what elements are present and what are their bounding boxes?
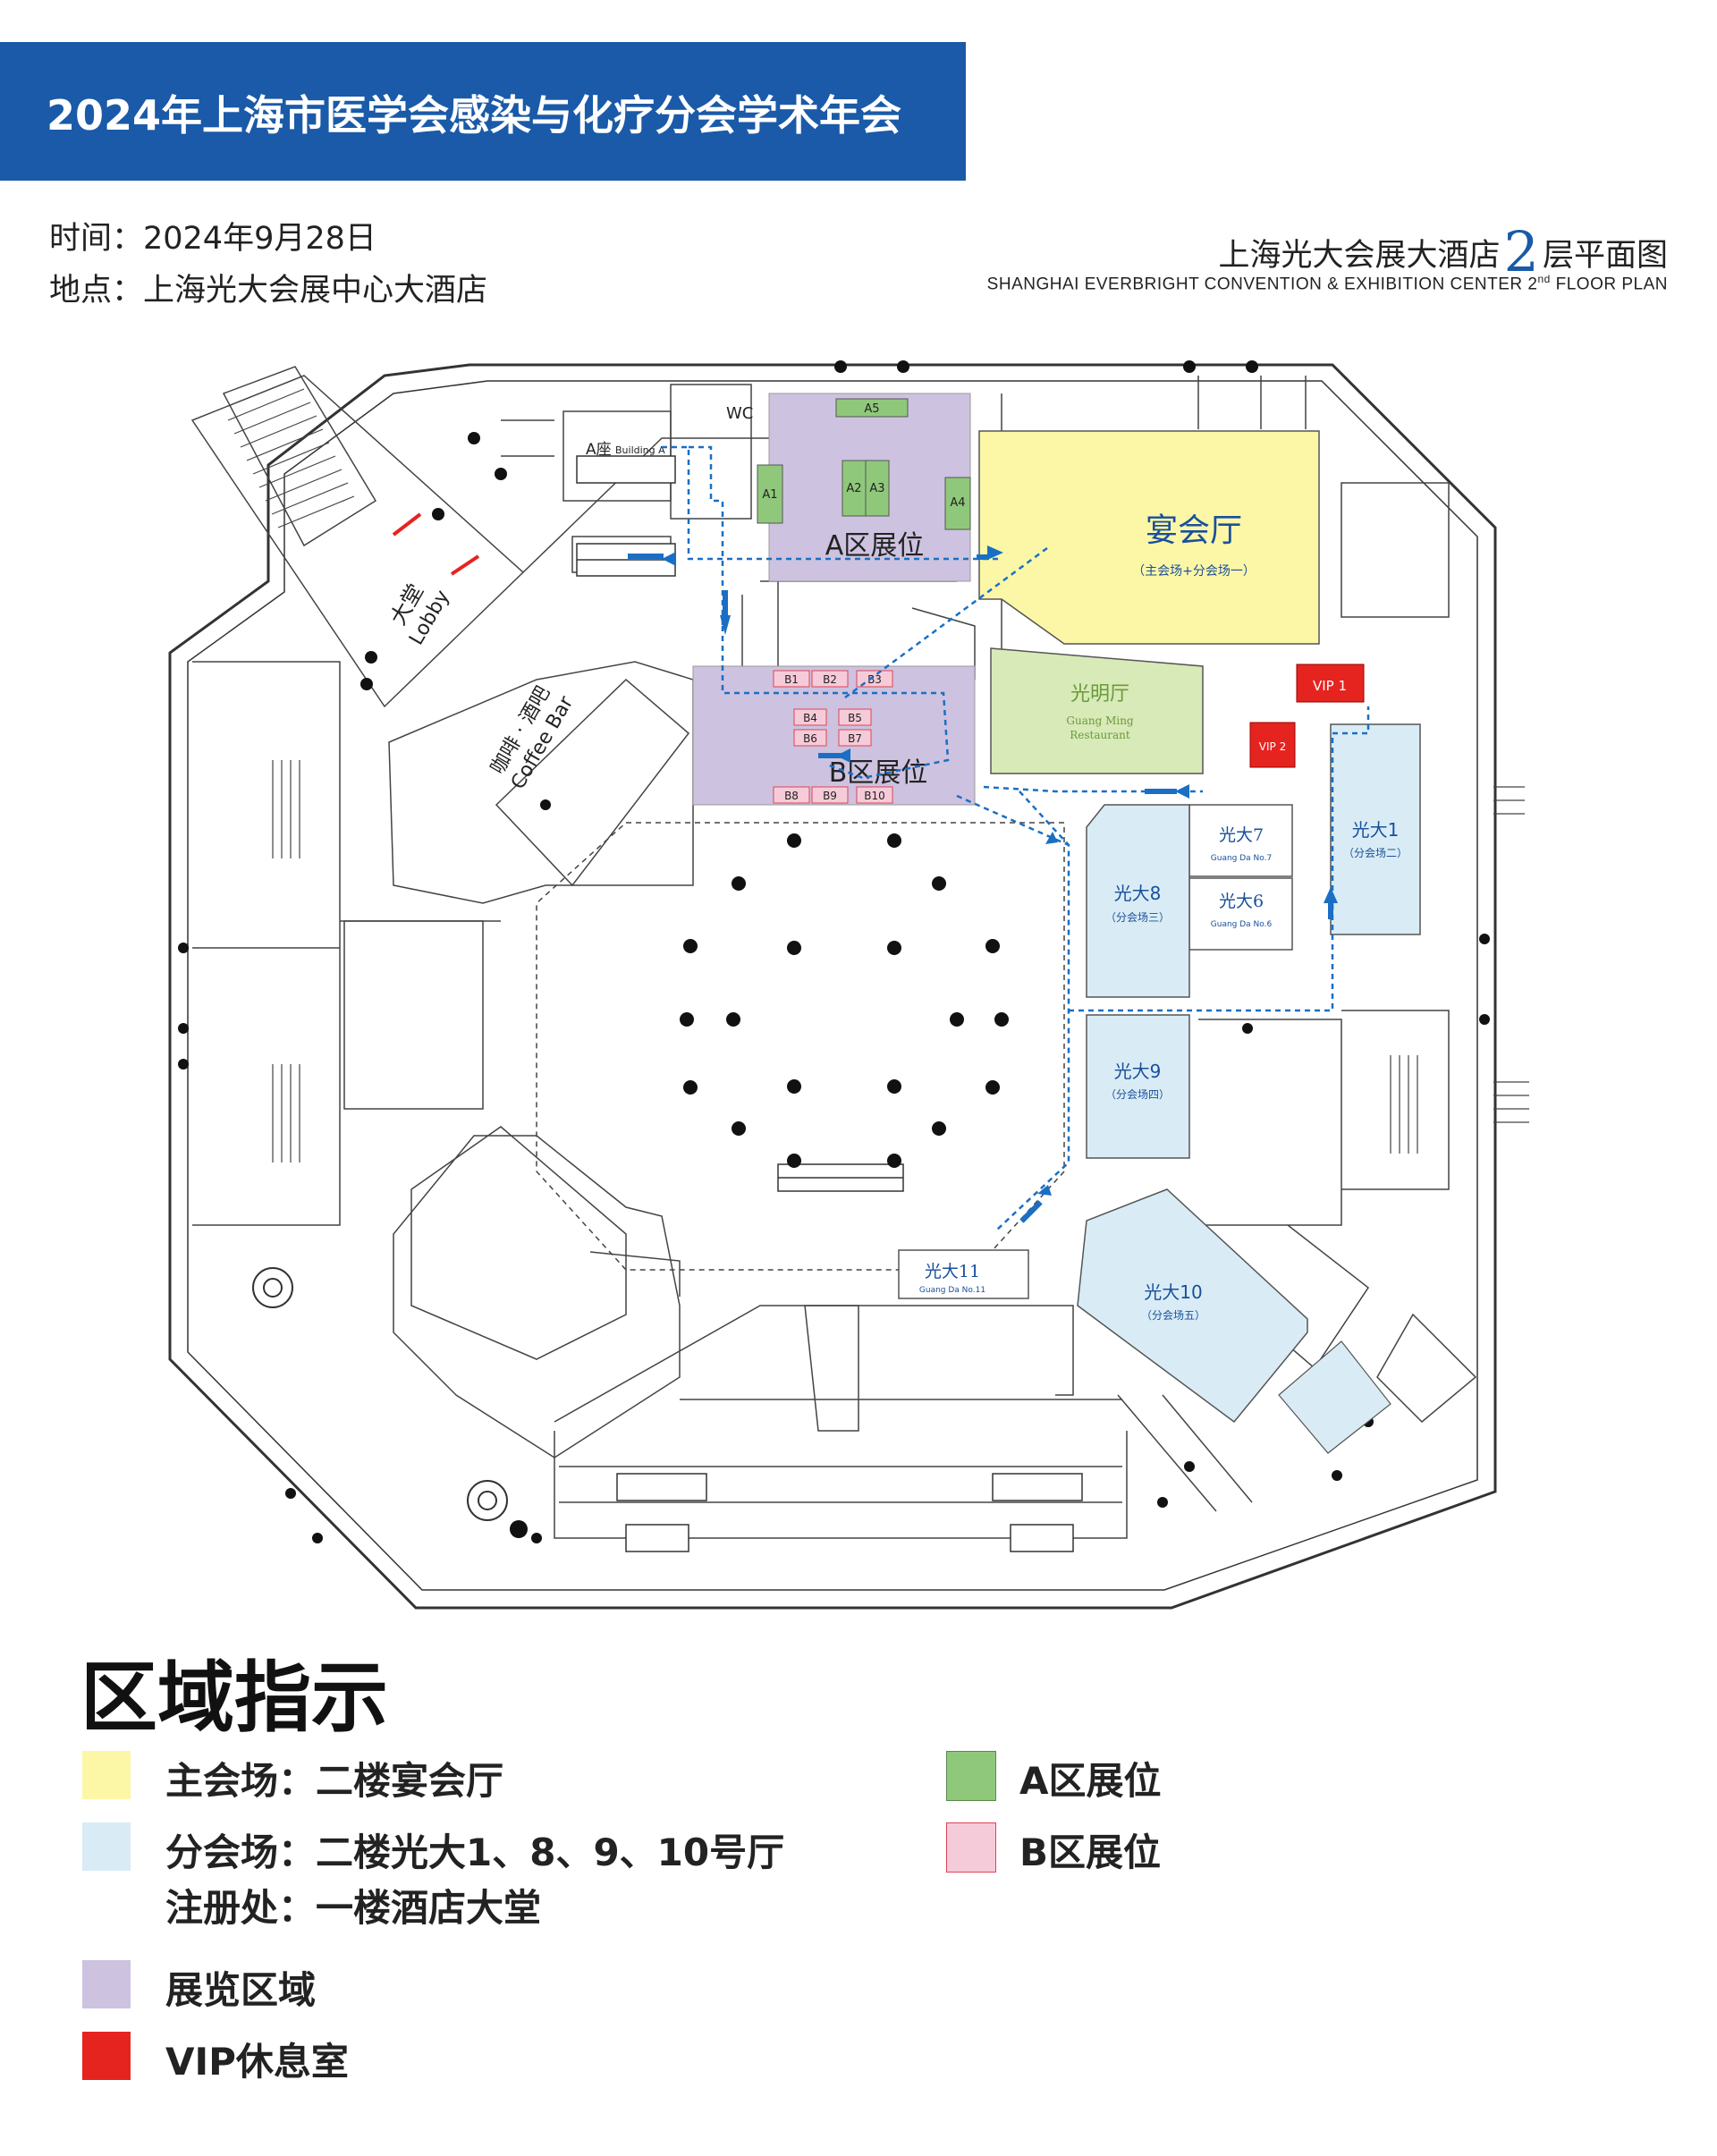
stairs-hatch — [227, 388, 1529, 1163]
event-time: 时间：2024年9月28日 — [49, 221, 376, 257]
event-title: 2024年上海市医学会感染与化疗分会学术年会 — [47, 91, 902, 140]
vip-room-1 — [1296, 664, 1365, 703]
legend-swatch-main — [82, 1751, 131, 1799]
svg-text:（分会场三）: （分会场三） — [1105, 911, 1170, 924]
legend-vip: VIP休息室 — [165, 2040, 349, 2084]
spiral-stairs — [252, 1267, 508, 1521]
building-outline — [168, 363, 1497, 1610]
b-zone-label: B区展位 — [829, 757, 928, 789]
svg-text:光大9: 光大9 — [1114, 1061, 1162, 1082]
svg-text:B6: B6 — [803, 732, 817, 745]
svg-text:B2: B2 — [823, 673, 837, 686]
legend-swatch-booth-b — [946, 1822, 996, 1873]
svg-text:VIP 2: VIP 2 — [1259, 740, 1286, 753]
hall-guangda-10 — [1077, 1188, 1308, 1424]
banquet-sub: （主会场+分会场一） — [1132, 564, 1256, 579]
svg-text:Guang Da No.7: Guang Da No.7 — [1211, 854, 1272, 863]
legend-booth-a: A区展位 — [1019, 1759, 1162, 1803]
vip-room-2 — [1249, 722, 1296, 768]
svg-text:（分会场四）: （分会场四） — [1105, 1088, 1170, 1101]
legend-main-hall: 主会场：二楼宴会厅 — [165, 1759, 504, 1803]
coffee-bar-label: 咖啡 · 酒吧 Coffee Bar — [486, 682, 579, 793]
svg-text:光大11: 光大11 — [925, 1262, 980, 1281]
booths-a: A5 A1 A2 A3 A4 — [757, 398, 971, 530]
svg-text:Guang Da No.11: Guang Da No.11 — [919, 1286, 985, 1295]
svg-text:Restaurant: Restaurant — [1070, 729, 1130, 741]
svg-text:B3: B3 — [867, 673, 882, 686]
exhibit-zone-b — [692, 665, 976, 806]
svg-text:B4: B4 — [803, 712, 817, 724]
lobby-side-area — [1278, 1340, 1391, 1454]
svg-text:Guang Ming: Guang Ming — [1066, 714, 1134, 727]
guangming-restaurant — [990, 647, 1204, 774]
svg-text:Building A: Building A — [615, 444, 665, 456]
svg-text:B7: B7 — [848, 732, 862, 745]
svg-text:光大7: 光大7 — [1219, 825, 1264, 845]
hall-guangda-7 — [1188, 804, 1293, 877]
event-place: 地点：上海光大会展中心大酒店 — [49, 273, 488, 309]
hall-guangda-1 — [1330, 723, 1421, 935]
a-zone-label: A区展位 — [825, 530, 925, 562]
legend-sub-hall: 分会场：二楼光大1、8、9、10号厅 — [165, 1830, 785, 1874]
plan-subtitle: SHANGHAI EVERBRIGHT CONVENTION & EXHIBIT… — [986, 273, 1668, 294]
legend-registration: 注册处：一楼酒店大堂 — [165, 1886, 542, 1930]
svg-text:光明厅: 光明厅 — [1070, 683, 1129, 706]
svg-text:光大10: 光大10 — [1144, 1281, 1202, 1303]
structural-columns — [178, 360, 1490, 1543]
legend-title: 区域指示 — [80, 1653, 388, 1743]
hall-guangda-11 — [898, 1249, 1029, 1299]
svg-text:光大6: 光大6 — [1219, 892, 1264, 911]
route-arrows — [628, 545, 1338, 1223]
wc-label: WC — [726, 404, 753, 423]
legend-exhibit: 展览区域 — [165, 1968, 317, 2012]
legend-swatch-vip — [82, 2032, 131, 2080]
svg-text:B9: B9 — [823, 790, 837, 802]
legend-swatch-booth-a — [946, 1751, 996, 1801]
svg-text:A4: A4 — [950, 496, 965, 510]
svg-text:B1: B1 — [784, 673, 799, 686]
hall-guangda-8 — [1086, 804, 1190, 998]
legend-booth-b: B区展位 — [1019, 1830, 1162, 1874]
svg-text:VIP 1: VIP 1 — [1313, 678, 1347, 694]
booths-b: B1 B2 B3 B4 B5 B6 B7 B8 B9 B10 — [773, 670, 893, 804]
banquet-label: 宴会厅 — [1146, 512, 1242, 549]
svg-text:光大1: 光大1 — [1352, 819, 1400, 841]
svg-text:A5: A5 — [864, 402, 879, 416]
title-banner: 2024年上海市医学会感染与化疗分会学术年会 — [0, 42, 966, 181]
svg-text:Guang Da No.6: Guang Da No.6 — [1211, 920, 1273, 929]
svg-text:A2: A2 — [846, 482, 861, 495]
registration-marks — [392, 512, 480, 576]
svg-text:B10: B10 — [864, 790, 885, 802]
svg-text:（分会场二）: （分会场二） — [1343, 847, 1408, 859]
svg-text:A3: A3 — [869, 482, 884, 495]
building-a-label: A座 — [586, 441, 612, 459]
escalators — [576, 455, 1083, 1552]
lobby-label: 大堂 Lobby — [385, 579, 454, 648]
legend-swatch-sub — [82, 1822, 131, 1871]
legend-swatch-exhibit — [82, 1960, 131, 2008]
svg-text:B8: B8 — [784, 790, 799, 802]
hall-guangda-6 — [1188, 877, 1293, 951]
svg-text:光大8: 光大8 — [1114, 883, 1162, 904]
svg-text:A1: A1 — [762, 488, 777, 502]
hall-guangda-9 — [1086, 1014, 1190, 1159]
banquet-hall — [978, 430, 1320, 645]
svg-text:（分会场五）: （分会场五） — [1141, 1309, 1205, 1322]
svg-text:B5: B5 — [848, 712, 862, 724]
